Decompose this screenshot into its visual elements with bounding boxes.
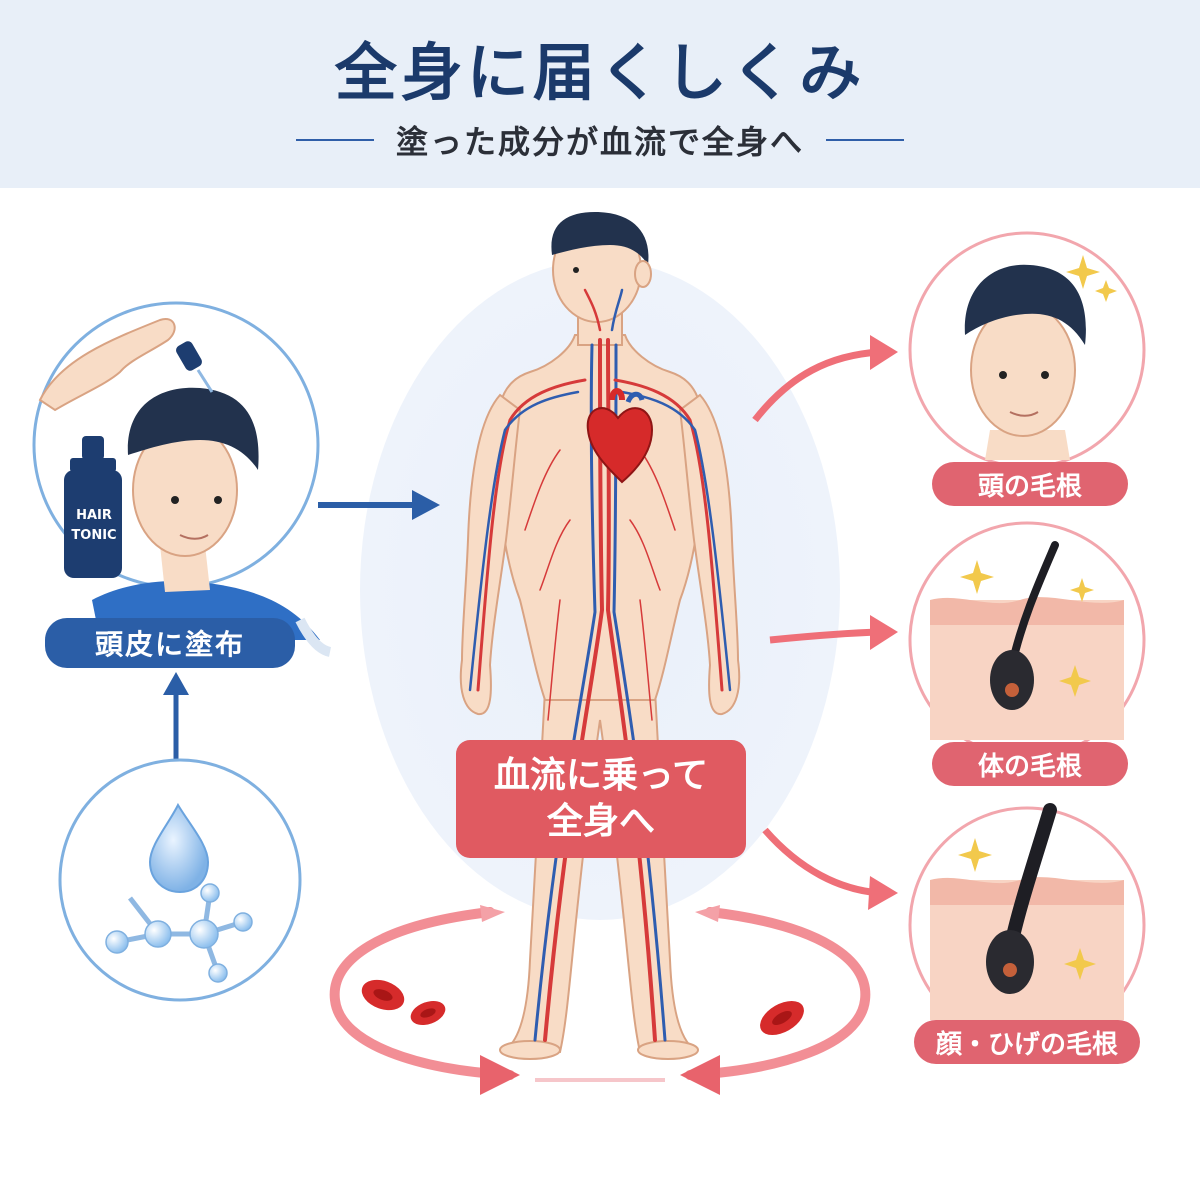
scalp-application-illustration — [32, 301, 332, 657]
water-drop-icon — [148, 802, 210, 894]
sparkle-icon — [1059, 665, 1091, 697]
target-label-face: 顔・ひげの毛根 — [914, 1020, 1140, 1064]
bottle-label-line1: HAIR — [76, 508, 112, 523]
page-subtitle: 塗った成分が血流で全身へ — [395, 123, 804, 161]
target-label-body: 体の毛根 — [932, 742, 1128, 786]
arrow-up-to-pill — [163, 672, 189, 765]
beard-root-illustration — [908, 803, 1146, 1044]
arrow-to-body — [318, 490, 440, 520]
heart-icon — [586, 388, 654, 484]
sparkle-icon — [1066, 255, 1100, 289]
page-title: 全身に届くしくみ — [334, 36, 866, 109]
bloodstream-label: 血流に乗って 全身へ — [456, 740, 746, 858]
ingredients-illustration — [58, 758, 302, 1002]
head-root-illustration — [908, 231, 1146, 469]
target-label-head: 頭の毛根 — [932, 462, 1128, 506]
bloodstream-label-line2: 全身へ — [546, 801, 655, 842]
body-root-illustration — [908, 521, 1146, 759]
sparkle-icon — [958, 838, 992, 872]
sparkle-icon — [1064, 948, 1096, 980]
bottle-label: HAIR TONIC — [66, 506, 122, 546]
circulation-ring — [329, 905, 871, 1095]
sparkle-icon — [1070, 578, 1094, 602]
arrows-to-targets — [752, 335, 898, 910]
sparkle-icon — [960, 560, 994, 594]
sparkle-icon — [1095, 280, 1117, 302]
bloodstream-label-line1: 血流に乗って — [493, 755, 709, 796]
bottle-label-line2: TONIC — [71, 528, 117, 543]
subtitle-right-rule — [826, 139, 904, 141]
subtitle-left-rule — [295, 139, 374, 141]
header-band: 全身に届くしくみ 塗った成分が血流で全身へ — [0, 0, 1200, 188]
subtitle-row: 塗った成分が血流で全身へ — [0, 118, 1200, 162]
red-blood-cells — [361, 979, 804, 1036]
apply-scalp-label: 頭皮に塗布 — [45, 618, 295, 668]
